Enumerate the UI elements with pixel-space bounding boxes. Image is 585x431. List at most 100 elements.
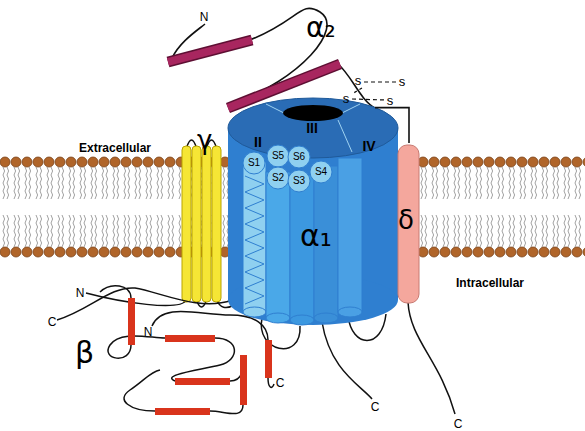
lipid-tail [443, 167, 445, 199]
chain-line [268, 378, 274, 387]
lipid-tail [223, 167, 225, 199]
chain-line [322, 322, 372, 399]
lipid-head [121, 247, 131, 257]
region-label: Extracellular [79, 142, 151, 154]
lipid-head [66, 247, 76, 257]
lipid-head [473, 157, 483, 167]
lipid-tail [546, 167, 548, 199]
lipid-tail [568, 215, 570, 247]
terminus-label: C [276, 377, 285, 389]
helix [212, 146, 221, 302]
lipid-head [33, 247, 43, 257]
lipid-head [550, 247, 560, 257]
lipid-tail [425, 215, 427, 247]
lipid-head [121, 157, 131, 167]
lipid-head [484, 247, 494, 257]
lipid-tail [542, 167, 544, 199]
lipid-head [154, 157, 164, 167]
disulfide-bond [352, 99, 385, 100]
lipid-tail [80, 215, 82, 247]
lipid-tail [150, 167, 152, 199]
lipid-head [429, 247, 439, 257]
lipid-head [473, 247, 483, 257]
lipid-tail [421, 167, 423, 199]
lipid-tail [157, 167, 159, 199]
helix [192, 146, 201, 302]
lipid-tail [58, 167, 60, 199]
lipid-tail [223, 215, 225, 247]
lipid-tail [124, 167, 126, 199]
lipid-tail [421, 215, 423, 247]
domain-label: III [306, 121, 318, 135]
lipid-tail [58, 215, 60, 247]
segment-top [288, 170, 310, 192]
segment-label: S5 [272, 151, 284, 161]
lipid-tail [7, 215, 9, 247]
lipid-tail [168, 215, 170, 247]
lipid-tail [113, 215, 115, 247]
lipid-tail [476, 215, 478, 247]
lipid-tail [106, 215, 108, 247]
domain-label: II [254, 135, 262, 149]
lipid-tail [443, 215, 445, 247]
helix [240, 355, 247, 405]
lipid-tail [135, 167, 137, 199]
lipid-tail [91, 167, 93, 199]
chain-line [408, 302, 455, 414]
segment-label: S6 [293, 152, 305, 162]
lipid-tail [124, 215, 126, 247]
lipid-head [11, 247, 21, 257]
terminus-label: C [48, 316, 57, 328]
segment-column [338, 307, 362, 317]
lipid-head [44, 157, 54, 167]
lipid-head [99, 247, 109, 257]
lipid-tail [487, 167, 489, 199]
helix [168, 40, 252, 62]
lipid-tail [454, 215, 456, 247]
lipid-head [88, 157, 98, 167]
helix [155, 408, 210, 415]
lipid-tail [436, 167, 438, 199]
lipid-head [143, 247, 153, 257]
lipid-tail [498, 167, 500, 199]
alpha1-cylinder [228, 98, 398, 325]
region-label: Intracellular [456, 277, 524, 289]
segment-column [338, 158, 362, 312]
lipid-tail [447, 215, 449, 247]
lipid-head [462, 247, 472, 257]
lipid-tail [62, 215, 64, 247]
subunit-label: β [75, 338, 94, 368]
lipid-head [539, 157, 549, 167]
terminus-label: C [454, 418, 463, 430]
domain-divider [338, 120, 352, 152]
beta-subunit: β [60, 285, 290, 425]
lipid-head [440, 247, 450, 257]
lipid-tail [553, 167, 555, 199]
lipid-tail [491, 215, 493, 247]
lipid-tail [106, 167, 108, 199]
lipid-tail [432, 167, 434, 199]
helix [165, 335, 215, 342]
lipid-tail [487, 215, 489, 247]
lipid-head [572, 157, 582, 167]
lipid-tail [25, 167, 27, 199]
lipid-tail [40, 167, 42, 199]
delta-subunit [398, 145, 455, 414]
lipid-tail [469, 167, 471, 199]
segment-top [267, 167, 289, 189]
segment-column [243, 307, 266, 317]
lipid-tail [179, 215, 181, 247]
lipid-tail [546, 215, 548, 247]
lipid-tail [502, 167, 504, 199]
chain-line [210, 405, 243, 414]
disulfide-link [375, 108, 409, 143]
lipid-tail [531, 167, 533, 199]
lipid-head [22, 157, 32, 167]
lipid-tail [458, 167, 460, 199]
lipid-tail [47, 215, 49, 247]
lipid-tail [579, 215, 581, 247]
lipid-head [506, 157, 516, 167]
segment-column [314, 313, 338, 323]
